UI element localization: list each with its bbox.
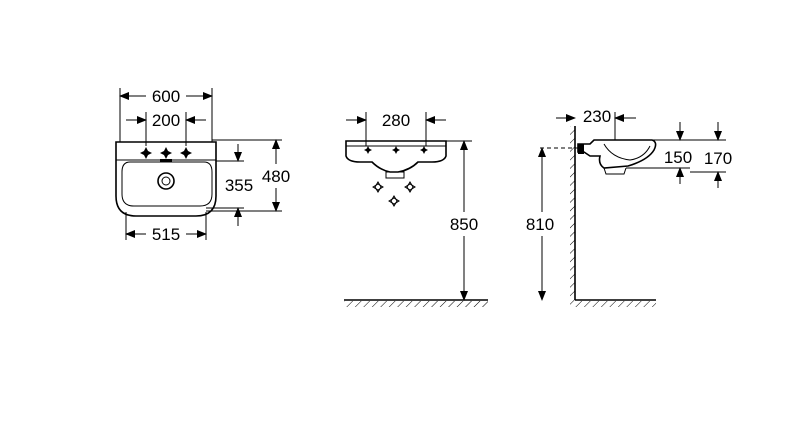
fixing-hole-pattern — [372, 181, 416, 207]
dim-280-label: 280 — [382, 111, 410, 130]
profile-bracket — [578, 144, 584, 154]
overflow-slot — [160, 159, 172, 162]
tap-hole-icon — [420, 146, 428, 154]
tap-hole-icon — [160, 147, 172, 159]
tap-hole-icon — [392, 146, 400, 154]
tap-hole-icon — [140, 147, 152, 159]
tap-hole-icon — [388, 195, 400, 207]
profile-view: 230 150 170 810 — [526, 107, 732, 307]
front-waste-inner — [161, 176, 171, 186]
dim-480-label: 480 — [262, 167, 290, 186]
dim-200-label: 200 — [152, 111, 180, 130]
dim-810-label: 810 — [526, 215, 554, 234]
wall-hatch — [570, 126, 575, 301]
profile-floor-hatch — [570, 301, 656, 307]
dim-150-label: 150 — [664, 148, 692, 167]
tap-hole-icon — [180, 147, 192, 159]
front-basin-outline — [115, 141, 217, 217]
profile-basin-outline — [577, 139, 657, 169]
side-view: 280 850 — [344, 111, 488, 307]
tap-hole-icon — [364, 146, 372, 154]
front-bowl-inner — [121, 161, 213, 207]
dim-515-label: 515 — [152, 225, 180, 244]
side-floor-hatch — [344, 301, 488, 307]
dim-230-label: 230 — [583, 107, 611, 126]
profile-bowl-curve — [603, 143, 651, 161]
tap-hole-icon — [372, 181, 384, 193]
dim-170-label: 170 — [704, 149, 732, 168]
dim-850-label: 850 — [450, 215, 478, 234]
dim-600-label: 600 — [152, 87, 180, 106]
front-waste-outer — [157, 172, 175, 190]
tap-hole-icon — [404, 181, 416, 193]
side-waste — [385, 171, 405, 179]
front-view: 600 200 515 480 355 — [115, 87, 290, 244]
dim-355-label: 355 — [225, 176, 253, 195]
profile-waste — [603, 167, 627, 175]
